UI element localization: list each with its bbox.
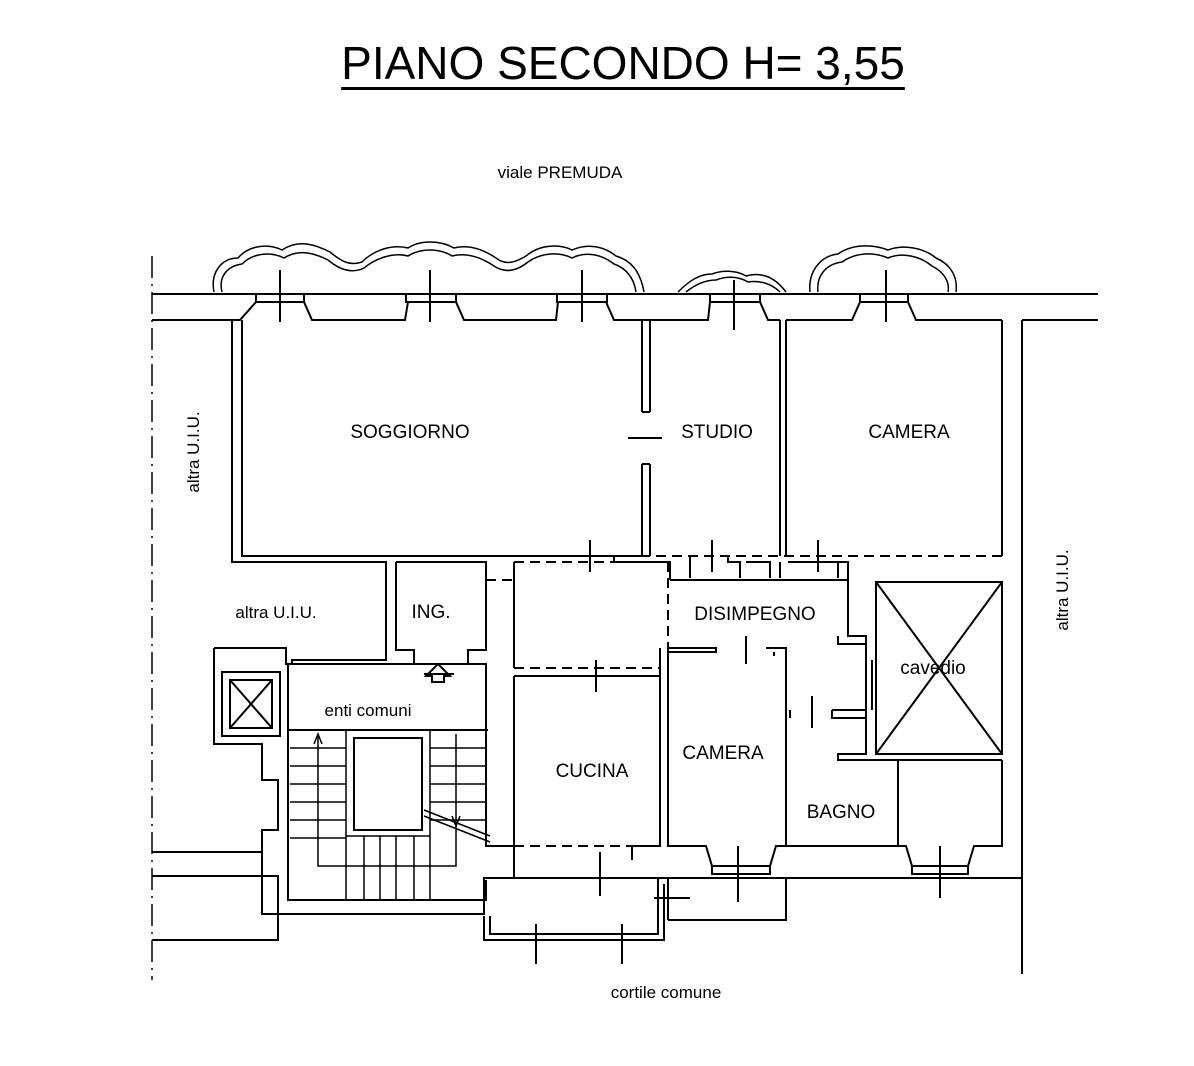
room-label-enti-comuni: enti comuni [325,701,412,720]
entrance-arrow-icon [423,662,453,683]
room-label-camera-1: CAMERA [868,422,950,443]
wall-cucina [513,675,661,896]
room-label-disimpegno: DISIMPEGNO [694,604,815,625]
wall-stubs [613,556,849,580]
wall-bagno [786,760,1022,898]
neighbour-label-left-horizontal: altra U.I.U. [235,603,316,622]
room-label-camera-2: CAMERA [682,743,764,764]
room-label-soggiorno: SOGGIORNO [350,422,469,443]
street-trees [212,241,958,293]
wall-courtyard [483,877,787,964]
stairwell [213,647,515,915]
neighbour-label-left-vertical: altra U.I.U. [184,411,203,492]
wall-soggiorno [231,320,387,664]
wall-studio-camera [779,320,787,556]
wall-soggiorno-inner [241,320,642,557]
wall-left-lower-2 [152,875,279,941]
wall-studio-partition [628,320,662,556]
courtyard-label: cortile comune [611,983,722,1002]
room-label-studio: STUDIO [681,422,753,443]
street-label: viale PREMUDA [498,163,623,182]
facade-windows [232,270,1002,330]
room-label-bagno: BAGNO [807,802,876,823]
wall-disimpegno [668,579,867,846]
room-label-cavedio: cavedio [900,658,966,679]
wall-camera-lower [631,648,786,902]
neighbour-label-right-vertical: altra U.I.U. [1053,549,1072,630]
room-label-ingresso: ING. [411,602,450,623]
plan-title: PIANO SECONDO H= 3,55 [341,37,905,89]
hall-dashed [513,561,669,669]
cavedio-shaft [837,581,1003,761]
room-label-cucina: CUCINA [556,761,629,782]
